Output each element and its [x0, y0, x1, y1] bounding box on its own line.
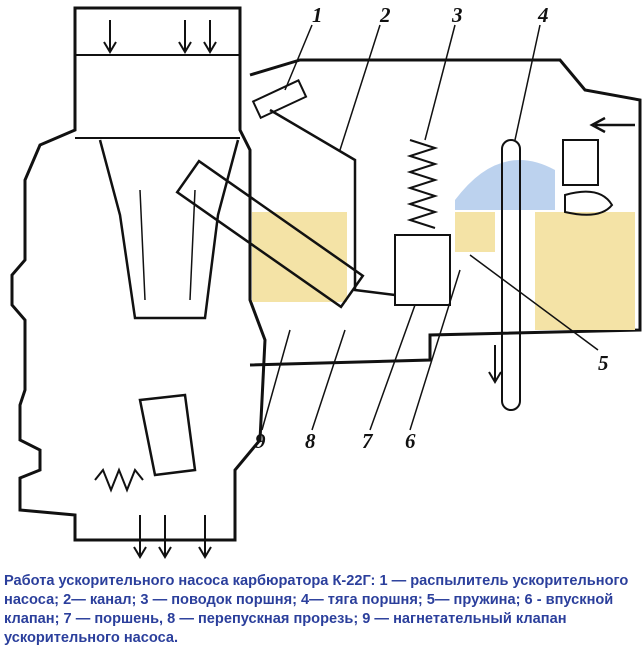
pump-spring: [406, 139, 439, 229]
carburetor-diagram: 1 2 3 4 5 6 7 8 9: [10, 3, 642, 559]
fuel-left: [252, 212, 347, 302]
fuel-pump-well: [455, 212, 495, 252]
callout-3: 3: [451, 3, 463, 27]
pump-cylinder: [394, 234, 451, 306]
spray-nozzle: [251, 79, 308, 120]
callout-1: 1: [312, 3, 323, 27]
callout-leaders: [261, 24, 599, 431]
needle-valve: [562, 139, 599, 186]
throttle-spring: [94, 467, 144, 493]
callout-4: 4: [537, 3, 549, 27]
callout-2: 2: [379, 3, 391, 27]
air-space: [455, 160, 555, 210]
float: [564, 190, 614, 216]
callout-8: 8: [305, 429, 316, 453]
float-chamber-outline: [249, 58, 642, 367]
fuel-inlet-arrow: [589, 116, 635, 134]
venturi: [98, 139, 240, 320]
callout-7: 7: [362, 429, 374, 453]
flow-arrows: [103, 20, 502, 559]
throttle-valve: [138, 393, 197, 477]
callout-5: 5: [598, 351, 609, 375]
pump-rod: [501, 139, 521, 411]
callout-9: 9: [255, 429, 266, 453]
callout-6: 6: [405, 429, 416, 453]
figure-caption: Работа ускорительного насоса карбюратора…: [4, 573, 629, 646]
carburetor-body-outline: [10, 6, 267, 542]
channel: [269, 108, 396, 297]
fuel-right: [535, 212, 635, 330]
discharge-valve: [175, 159, 365, 309]
